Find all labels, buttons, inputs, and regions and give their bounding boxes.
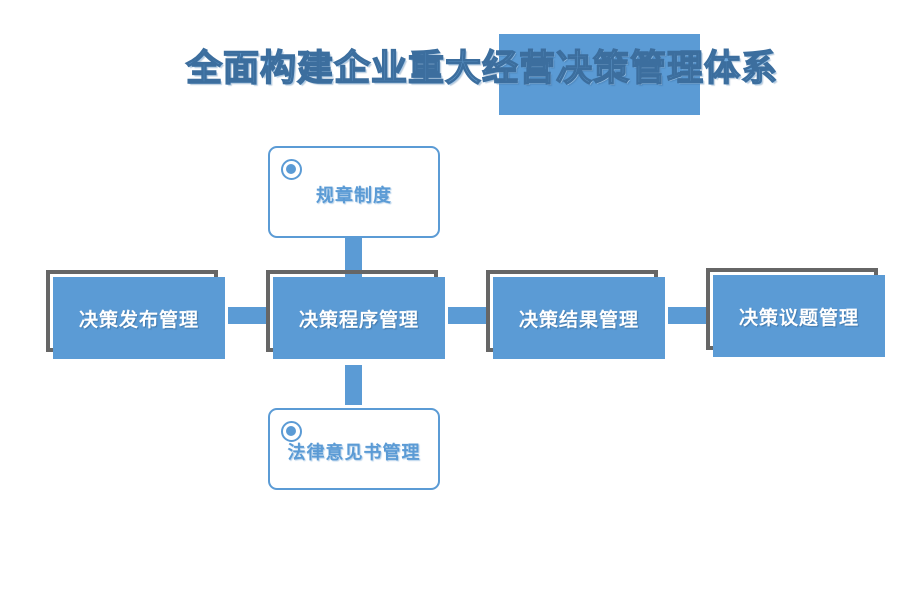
process-box-decision-release[interactable]: 决策发布管理: [46, 270, 225, 359]
process-box-fill: 决策程序管理: [273, 277, 445, 359]
radio-button-icon: [281, 159, 302, 180]
callout-label-regulations: 规章制度: [316, 185, 392, 207]
process-box-decision-procedure[interactable]: 决策程序管理: [266, 270, 445, 359]
process-box-label: 决策结果管理: [518, 308, 639, 331]
title-accent-rectangle: [499, 34, 700, 115]
callout-label-legal-opinion: 法律意见书管理: [287, 442, 421, 464]
process-box-fill: 决策发布管理: [53, 277, 225, 359]
process-box-fill: 决策议题管理: [713, 275, 885, 357]
connector-procedure-to-result: [448, 307, 486, 324]
process-box-label: 决策发布管理: [78, 308, 199, 331]
connector-top-vertical: [345, 238, 362, 278]
callout-box-regulations[interactable]: 规章制度: [268, 146, 440, 238]
connector-release-to-procedure: [228, 307, 266, 324]
radio-button-icon: [281, 421, 302, 442]
process-box-decision-topic[interactable]: 决策议题管理: [706, 268, 885, 357]
process-box-label: 决策议题管理: [738, 306, 859, 329]
process-box-decision-result[interactable]: 决策结果管理: [486, 270, 665, 359]
process-box-fill: 决策结果管理: [493, 277, 665, 359]
connector-result-to-topic: [668, 307, 706, 324]
connector-bottom-vertical: [345, 365, 362, 405]
process-box-label: 决策程序管理: [298, 308, 419, 331]
callout-box-legal-opinion[interactable]: 法律意见书管理: [268, 408, 440, 490]
page-title: 全面构建企业重大经营决策管理体系: [185, 47, 779, 89]
